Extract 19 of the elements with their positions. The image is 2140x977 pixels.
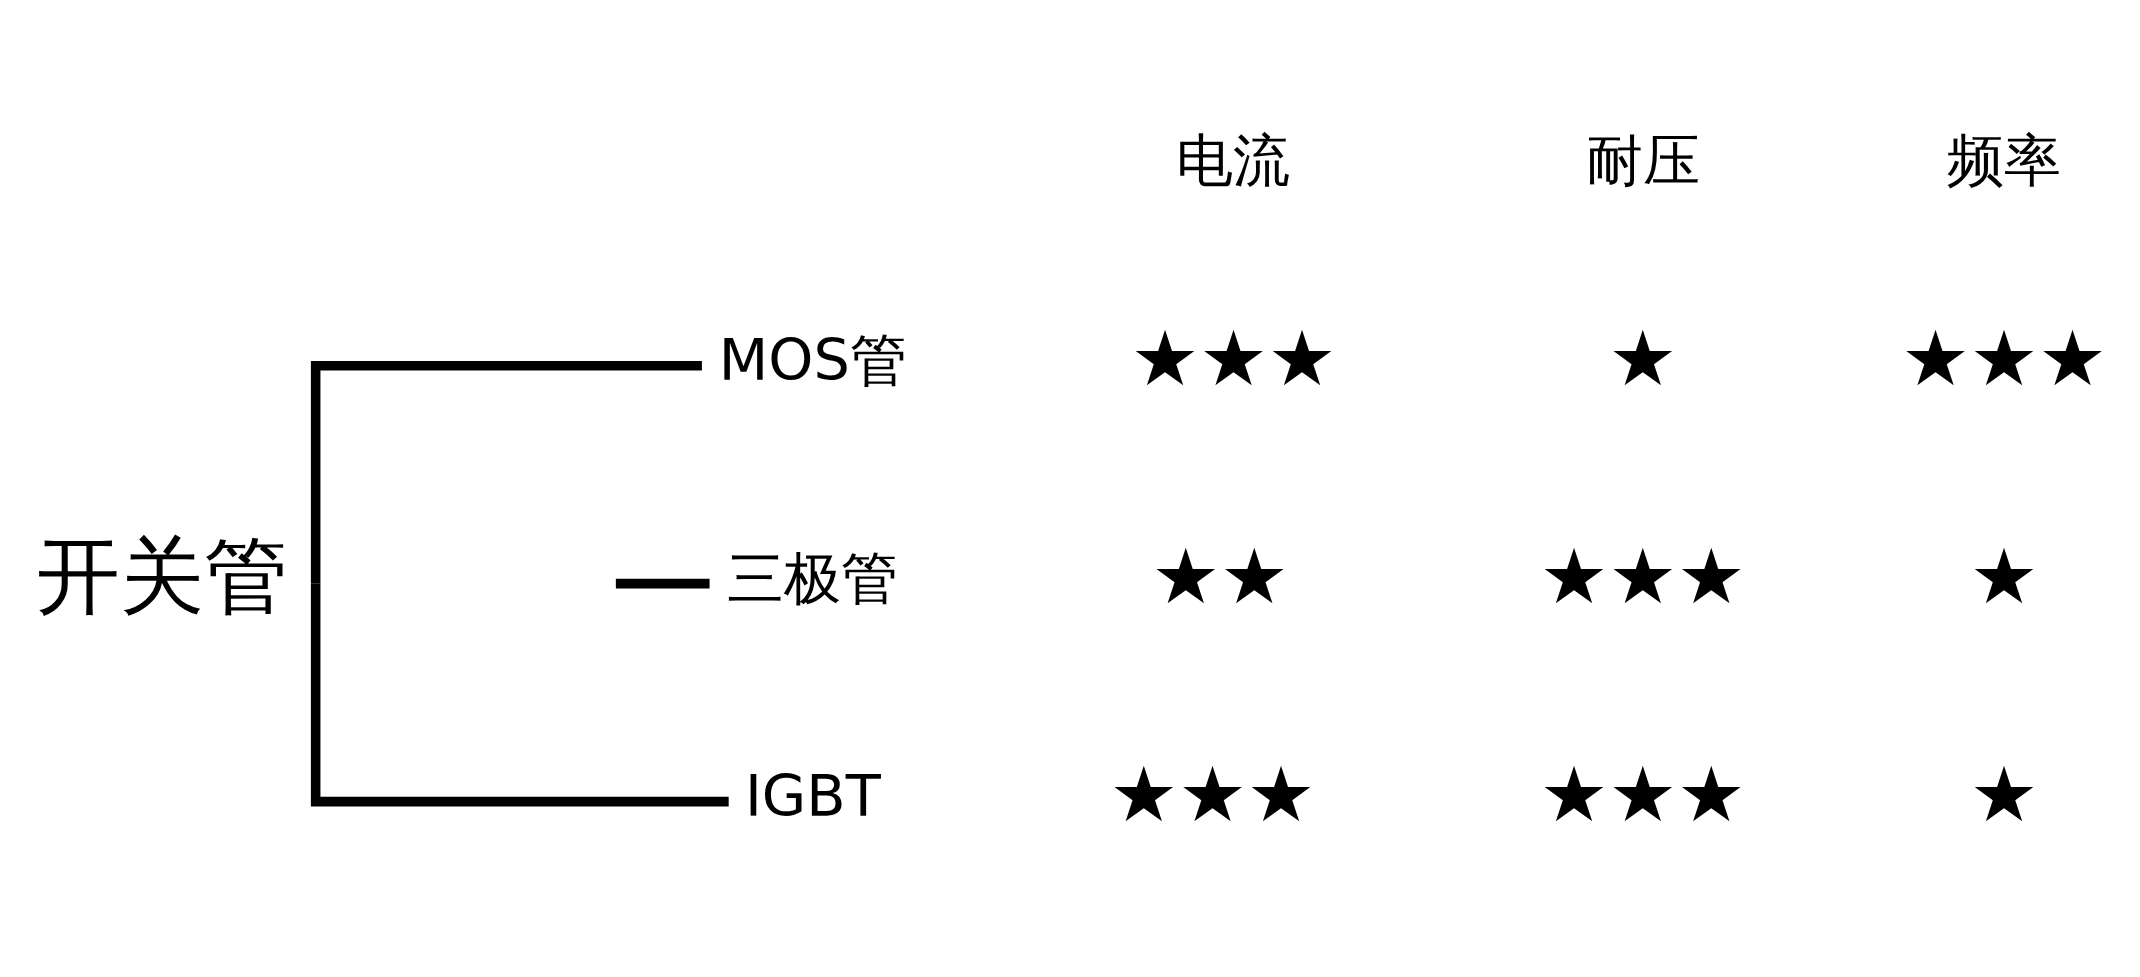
label: ★ <box>1608 313 1677 403</box>
label: 频率 <box>1947 126 2062 194</box>
connector <box>310 360 702 584</box>
label: ★★★ <box>1539 749 1746 839</box>
node-text: 开关管 <box>36 526 289 625</box>
label: ★★ <box>1151 531 1289 621</box>
label: 耐压 <box>1585 126 1700 194</box>
node-text: IGBT <box>744 762 881 830</box>
connector <box>310 583 729 806</box>
label: ★★★ <box>1539 531 1746 621</box>
label: ★★★ <box>1109 749 1316 839</box>
node-text: MOS管 <box>718 326 907 394</box>
node-text: 三极管 <box>727 544 899 612</box>
label: ★ <box>1969 531 2039 621</box>
label: ★ <box>1969 749 2039 839</box>
label: ★★★ <box>1130 313 1337 403</box>
connector <box>615 578 710 588</box>
label: 电流 <box>1176 126 1291 194</box>
label: ★★★ <box>1901 313 2107 403</box>
